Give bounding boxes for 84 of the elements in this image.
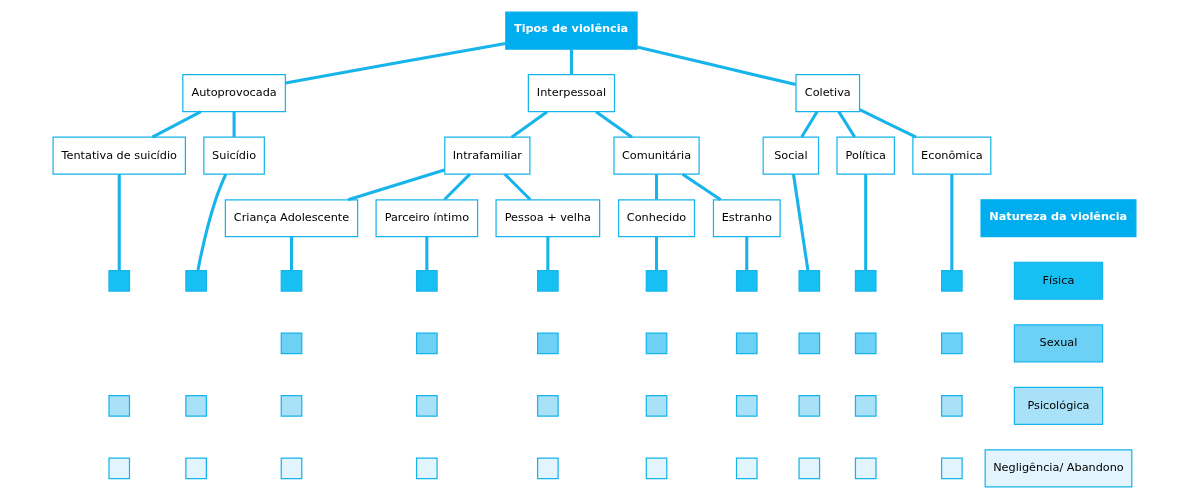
node-box xyxy=(416,332,438,355)
node-box xyxy=(280,332,303,355)
node-box: Autoprovocada xyxy=(182,74,286,113)
node-box xyxy=(185,395,207,417)
connector xyxy=(745,236,749,271)
connector xyxy=(636,45,797,87)
connector xyxy=(569,49,573,75)
node-box xyxy=(536,269,559,292)
node-box xyxy=(280,269,303,292)
node-box: Pessoa + velha xyxy=(495,199,601,238)
node-box: Comunitária xyxy=(613,136,700,175)
connector xyxy=(800,110,819,138)
node-box xyxy=(536,395,559,417)
node-box xyxy=(940,332,963,355)
node-box: Econômica xyxy=(912,136,992,175)
connector xyxy=(595,110,633,139)
node-box: Criança Adolescente xyxy=(224,199,359,238)
node-box xyxy=(854,457,877,480)
node-box: Política xyxy=(836,136,896,175)
node-box: Tipos de violência xyxy=(505,11,638,50)
node-box xyxy=(108,457,131,480)
connector xyxy=(950,174,954,271)
node-box: Tentativa de suicídio xyxy=(52,136,186,175)
connector xyxy=(196,173,228,271)
connector xyxy=(859,108,917,139)
node-box: Física xyxy=(1013,261,1104,300)
connector xyxy=(117,174,121,271)
node-box xyxy=(735,332,758,355)
connector xyxy=(791,174,810,271)
node-box: Intrafamiliar xyxy=(444,136,531,175)
node-box xyxy=(416,395,438,417)
connector xyxy=(151,110,202,139)
node-box xyxy=(280,457,303,480)
node-box xyxy=(536,457,559,480)
node-box xyxy=(280,395,303,417)
node-box: Coletiva xyxy=(795,74,861,113)
node-box: Negligência/ Abandono xyxy=(984,449,1133,488)
node-box xyxy=(798,395,821,417)
node-box xyxy=(108,395,131,417)
node-box xyxy=(108,269,131,292)
node-box xyxy=(645,457,668,480)
connector xyxy=(232,111,236,137)
node-box xyxy=(645,269,668,292)
node-box xyxy=(940,269,963,292)
node-box xyxy=(798,269,821,292)
connector xyxy=(425,236,429,271)
node-box: Sexual xyxy=(1013,324,1104,363)
connector xyxy=(347,168,445,202)
node-box xyxy=(185,457,207,480)
connector xyxy=(837,110,856,138)
connector xyxy=(443,173,471,201)
node-box: Interpessoal xyxy=(527,74,616,113)
node-box: Conhecido xyxy=(618,199,696,238)
node-box: Suicídio xyxy=(203,136,265,175)
node-box xyxy=(645,395,668,417)
connector xyxy=(864,174,868,271)
node-box xyxy=(735,457,758,480)
node-box xyxy=(735,395,758,417)
connector xyxy=(285,41,506,85)
connector xyxy=(546,236,550,271)
connector xyxy=(681,172,722,201)
node-box xyxy=(854,269,877,292)
node-box: Natureza da violência xyxy=(980,199,1137,238)
connector xyxy=(655,174,659,200)
node-box xyxy=(798,457,821,480)
connector xyxy=(510,110,548,139)
node-box xyxy=(185,269,207,292)
node-box: Psicológica xyxy=(1013,386,1104,425)
node-box xyxy=(645,332,668,355)
node-box xyxy=(854,395,877,417)
node-box: Estranho xyxy=(712,199,781,238)
node-box xyxy=(940,395,963,417)
connector xyxy=(655,236,659,271)
node-box xyxy=(735,269,758,292)
node-box: Social xyxy=(762,136,820,175)
connector xyxy=(289,236,294,271)
node-box xyxy=(940,457,963,480)
node-box: Parceiro íntimo xyxy=(375,199,479,238)
node-box xyxy=(416,269,438,292)
connector xyxy=(503,173,532,201)
node-box xyxy=(536,332,559,355)
node-box xyxy=(416,457,438,480)
node-box xyxy=(798,332,821,355)
node-box xyxy=(854,332,877,355)
